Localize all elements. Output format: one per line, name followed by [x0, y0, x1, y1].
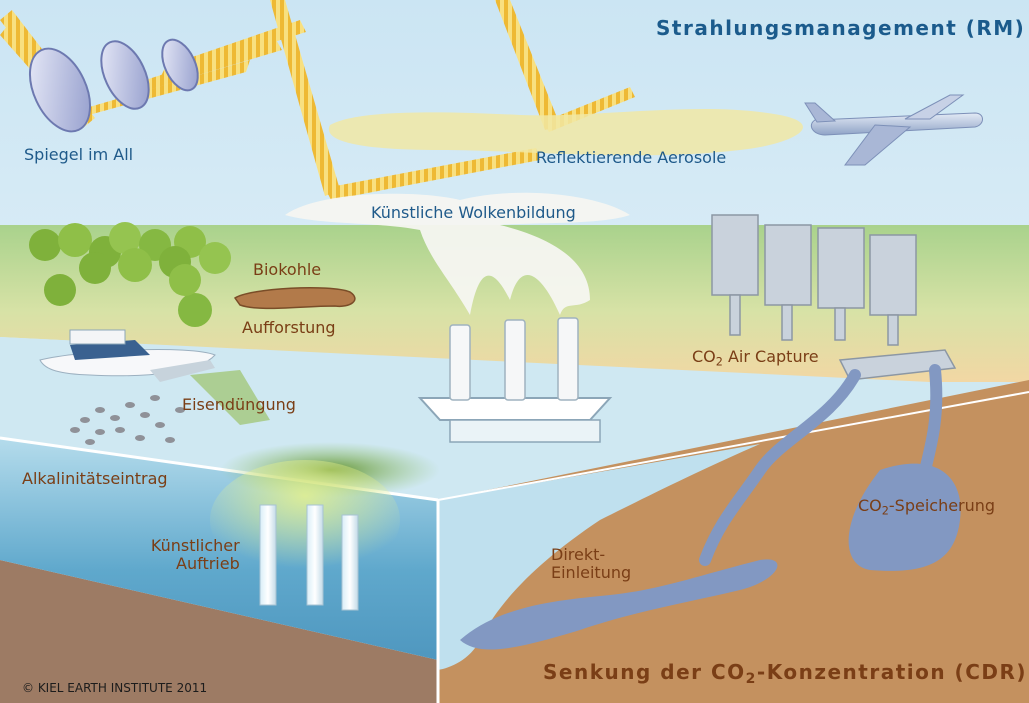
title-rm: Strahlungsmanagement (RM) — [656, 16, 1025, 40]
title-cdr-prefix: Senkung der CO — [543, 660, 746, 684]
label-auftrieb: Künstlicher Auftrieb — [147, 537, 240, 574]
air-capture-prefix: CO — [692, 347, 716, 366]
air-capture-suffix: Air Capture — [723, 347, 819, 366]
label-direkt-line1: Direkt- — [551, 546, 631, 564]
label-biokohle: Biokohle — [253, 261, 321, 279]
title-cdr-sub: 2 — [746, 671, 757, 687]
copyright-notice: © KIEL EARTH INSTITUTE 2011 — [22, 681, 207, 695]
label-air-capture: CO2 Air Capture — [692, 348, 819, 369]
title-cdr: Senkung der CO2-Konzentration (CDR) — [543, 660, 1027, 687]
upwelling-pipes — [260, 505, 358, 610]
label-aerosole: Reflektierende Aerosole — [536, 149, 726, 167]
label-auftrieb-line1: Künstlicher — [147, 537, 240, 555]
label-eisen: Eisendüngung — [182, 396, 296, 414]
label-speicherung: CO2-Speicherung — [858, 497, 995, 518]
label-alkal: Alkalinitätseintrag — [22, 470, 168, 488]
label-wolken: Künstliche Wolkenbildung — [371, 204, 576, 222]
label-auftrieb-line2: Auftrieb — [147, 555, 240, 573]
title-cdr-suffix: -Konzentration (CDR) — [757, 660, 1027, 684]
air-capture-sub: 2 — [716, 355, 723, 368]
label-aufforstung: Aufforstung — [242, 319, 336, 337]
label-spiegel: Spiegel im All — [24, 146, 133, 164]
speicherung-prefix: CO — [858, 496, 882, 515]
label-direkt: Direkt- Einleitung — [551, 546, 631, 583]
speicherung-suffix: -Speicherung — [889, 496, 995, 515]
label-direkt-line2: Einleitung — [551, 564, 631, 582]
speicherung-sub: 2 — [882, 504, 889, 517]
